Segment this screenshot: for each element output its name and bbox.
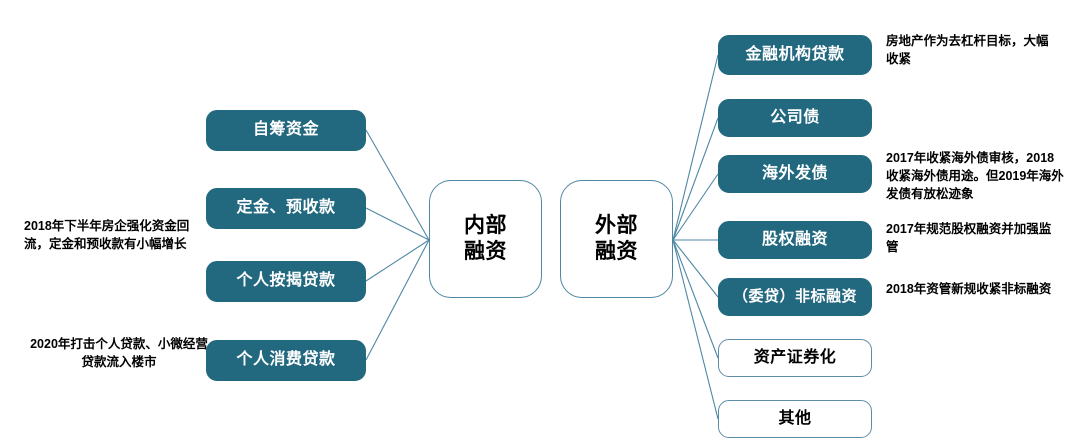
hub-external-line2: 融资: [595, 240, 638, 263]
edge-deposit-prepayment: [365, 207, 430, 241]
node-corporate-bond[interactable]: 公司债: [718, 99, 872, 137]
note-overseas-bond: 2017年收紧海外债审核，2018收紧海外债用途。但2019年海外发债有放松迹象: [886, 151, 1064, 201]
edge-personal-mortgage-loan: [365, 239, 430, 282]
hub-internal-line2: 融资: [464, 240, 507, 263]
note-nonstandard-financing: 2018年资管新规收紧非标融资: [886, 282, 1052, 296]
edge-personal-consumer-loan: [365, 239, 430, 361]
note-equity-financing: 2017年规范股权融资并加强监管: [886, 222, 1052, 254]
node-financial-institution-loan[interactable]: 金融机构贷款: [718, 35, 872, 75]
node-personal-consumer-loan[interactable]: 个人消费贷款: [206, 340, 366, 381]
node-personal-mortgage-loan[interactable]: 个人按揭贷款: [206, 261, 366, 302]
note-financial-institution-loan: 房地产作为去杠杆目标，大幅收紧: [886, 34, 1049, 66]
hub-internal-line1: 内部: [464, 214, 507, 238]
note-deposit-prepayment: 2018年下半年房企强化资金回流，定金和预收款有小幅增长: [24, 219, 190, 251]
edge-corporate-bond: [672, 117, 719, 241]
edge-overseas-bond: [672, 173, 719, 241]
node-asset-securitization[interactable]: 资产证券化: [718, 339, 872, 377]
edge-other: [672, 239, 719, 420]
node-entrusted-loan-nonstandard-financing[interactable]: （委贷）非标融资: [718, 278, 872, 316]
node-deposit-prepayment[interactable]: 定金、预收款: [206, 188, 366, 229]
hub-internal-financing[interactable]: 内部 融资: [429, 180, 542, 298]
hub-external-financing[interactable]: 外部 融资: [560, 180, 673, 298]
node-other[interactable]: 其他: [718, 400, 872, 438]
edge-asset-securitization: [672, 239, 719, 359]
hub-external-line1: 外部: [595, 214, 638, 238]
edge-financial-institution-loan: [672, 54, 719, 241]
node-self-raised-funds[interactable]: 自筹资金: [206, 110, 366, 151]
node-equity-financing[interactable]: 股权融资: [718, 221, 872, 259]
note-personal-loan-crackdown: 2020年打击个人贷款、小微经营贷款流入楼市: [30, 337, 208, 369]
node-overseas-bond[interactable]: 海外发债: [718, 155, 872, 193]
edge-nonstandard-financing: [672, 239, 719, 298]
edge-self-raised-funds: [365, 129, 430, 241]
